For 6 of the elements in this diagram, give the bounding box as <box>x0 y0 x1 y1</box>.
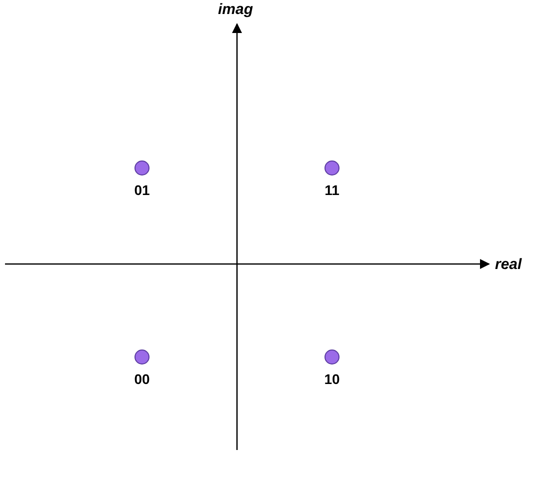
symbol-label: 10 <box>323 371 341 387</box>
symbol-label: 01 <box>133 182 151 198</box>
axis-label: real <box>495 256 522 273</box>
symbol-label: 11 <box>324 182 340 198</box>
axis-label: imag <box>218 1 254 18</box>
symbol-label: 00 <box>133 371 151 387</box>
